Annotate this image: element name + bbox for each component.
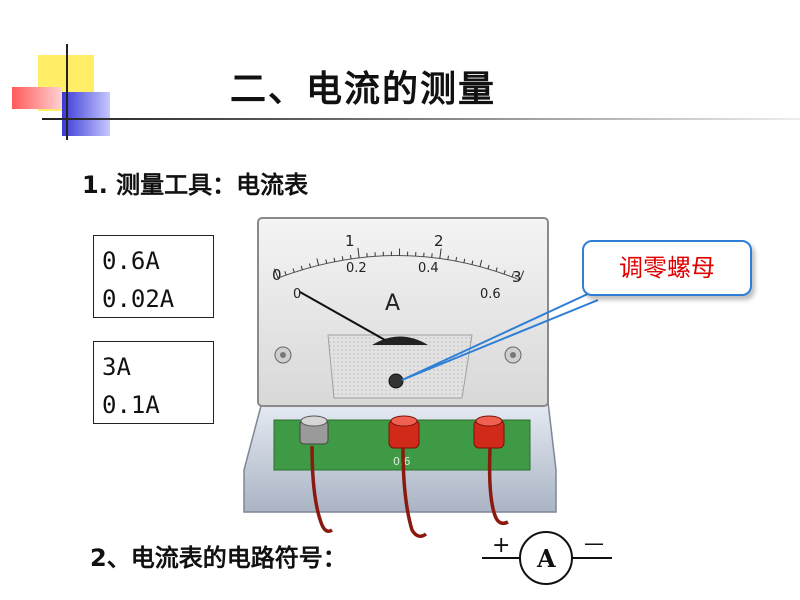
scale-tick: [341, 256, 344, 261]
wire-middle: [401, 447, 428, 538]
callout-pointer: [401, 299, 599, 381]
scale-tick: [308, 263, 311, 268]
wire-left: [310, 445, 333, 533]
range-division: 0.02A: [102, 285, 175, 313]
scale-tick: [349, 254, 352, 259]
range-division: 0.1A: [102, 391, 160, 419]
scale-tick: [455, 257, 458, 262]
symbol-plus: +: [492, 533, 510, 558]
section-heading-tool: 1. 测量工具：电流表: [82, 171, 309, 199]
meter-window: [327, 334, 473, 399]
symbol-minus: —: [584, 531, 604, 555]
terminal-cap: [300, 415, 328, 427]
decor-blue-block: [62, 92, 110, 136]
zero-adjust-screw[interactable]: [388, 373, 404, 389]
needle-pivot: [372, 336, 428, 345]
scale-label-upper: 2: [434, 232, 444, 250]
scale-tick: [447, 255, 449, 260]
scale-tick: [325, 259, 328, 264]
scale-tick: [463, 258, 466, 263]
scale-tick: [316, 258, 320, 266]
screw-center: [280, 352, 286, 358]
scale-label-upper: 1: [345, 232, 355, 250]
range-box-3a: 3A 0.1A: [93, 341, 214, 424]
scale-tick: [292, 268, 295, 273]
terminal-cap: [390, 415, 418, 427]
range-max: 0.6A: [102, 247, 160, 275]
ammeter-circuit-symbol: A + —: [482, 531, 612, 585]
scale-tick: [333, 257, 336, 262]
scale-label-lower: 0.2: [346, 261, 367, 276]
scale-label-upper: 3: [512, 268, 522, 286]
scale-tick: [495, 267, 498, 272]
scale-tick: [471, 260, 474, 265]
meter-needle: [299, 291, 386, 341]
unit-letter: A: [385, 291, 400, 316]
scale-tick: [300, 265, 303, 270]
scale-tick: [284, 271, 287, 276]
scale-tick: [487, 264, 490, 270]
scale-label-lower: 0.6: [480, 287, 501, 302]
zero-adjust-callout: 调零螺母: [582, 240, 752, 296]
callout-pointer: [401, 291, 593, 381]
scale-label-lower: 0: [293, 287, 301, 302]
slide-title: 二、电流的测量: [230, 69, 497, 110]
scale-tick: [519, 270, 525, 281]
scale-label-upper: 0: [272, 266, 282, 284]
title-underline: [42, 118, 800, 120]
scale-tick: [357, 247, 360, 258]
decor-red-block: [12, 87, 62, 109]
scale-tick: [479, 259, 483, 267]
scale-tick: [274, 268, 279, 279]
scale-tick: [511, 272, 514, 278]
decor-vertical-line: [66, 44, 68, 140]
scale-tick: [439, 248, 442, 259]
scale-ticks: [274, 247, 525, 281]
terminal-cap: [475, 415, 503, 427]
range-box-0-6a: 0.6A 0.02A: [93, 235, 214, 318]
range-max: 3A: [102, 353, 131, 381]
section-heading-symbol: 2、电流表的电路符号：: [90, 544, 347, 572]
wire-right: [487, 447, 509, 526]
screw-center: [510, 352, 516, 358]
scale-tick: [503, 270, 506, 275]
symbol-letter: A: [536, 544, 556, 573]
scale-label-lower: 0.4: [418, 261, 439, 276]
